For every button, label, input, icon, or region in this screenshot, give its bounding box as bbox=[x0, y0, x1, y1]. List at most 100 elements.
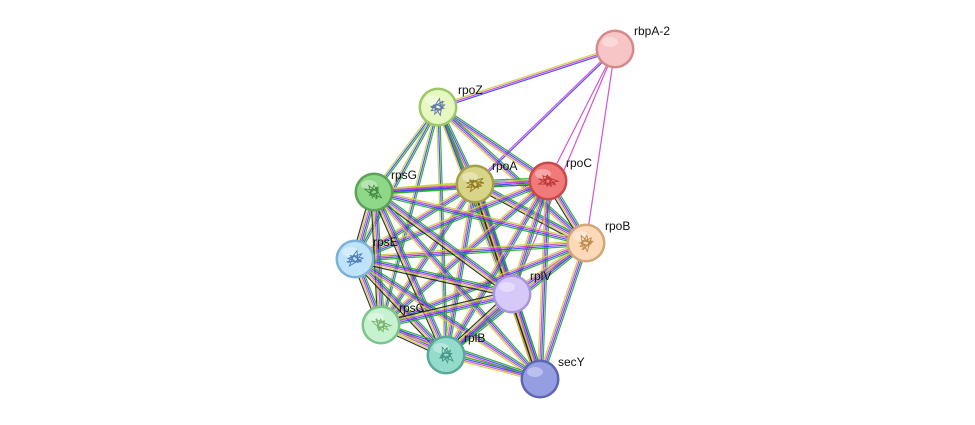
edge-evidence-line bbox=[438, 106, 449, 355]
edge-evidence-line bbox=[374, 189, 587, 242]
edge-rpoZ-rpsE bbox=[353, 105, 440, 261]
node-highlight bbox=[527, 367, 543, 377]
node-circle[interactable] bbox=[495, 277, 529, 311]
node-rpoZ[interactable]: rpoZ bbox=[418, 83, 483, 127]
edge-evidence-line bbox=[355, 181, 549, 261]
edge-evidence-line bbox=[380, 291, 512, 325]
edge-evidence-line bbox=[372, 192, 512, 296]
edge-evidence-line bbox=[380, 293, 513, 326]
edge-rpsE-rplV bbox=[354, 255, 513, 298]
edge-evidence-line bbox=[353, 178, 548, 258]
edge-rplV-rpsC bbox=[380, 290, 513, 329]
node-rplB[interactable]: rplB bbox=[426, 331, 486, 375]
edge-evidence-line bbox=[510, 180, 548, 294]
node-rpoA[interactable]: rpoA bbox=[455, 159, 518, 204]
edge-evidence-line bbox=[439, 104, 550, 180]
node-circle[interactable] bbox=[598, 32, 632, 66]
protein-structure-icon bbox=[346, 249, 365, 268]
node-label: rbpA-2 bbox=[634, 24, 670, 38]
edge-evidence-line bbox=[355, 255, 513, 292]
node-label: rpsG bbox=[391, 168, 417, 182]
edge-evidence-line bbox=[352, 260, 445, 358]
protein-structure-icon bbox=[429, 97, 446, 117]
node-label: rpoZ bbox=[458, 83, 483, 97]
edge-rpoZ-rpoB bbox=[435, 104, 589, 246]
edge-evidence-line bbox=[353, 105, 438, 259]
node-circle[interactable] bbox=[523, 362, 557, 396]
edge-evidence-line bbox=[370, 193, 444, 357]
node-rpoB[interactable]: rpoB bbox=[566, 219, 631, 263]
node-circle[interactable] bbox=[429, 338, 463, 372]
edge-evidence-line bbox=[355, 257, 541, 379]
edge-evidence-line bbox=[355, 257, 448, 355]
node-rpsC[interactable]: rpsC bbox=[361, 301, 425, 345]
edge-evidence-line bbox=[374, 190, 514, 294]
edge-rpsE-secY bbox=[353, 256, 542, 382]
edge-evidence-line bbox=[355, 243, 587, 261]
edge-evidence-line bbox=[381, 294, 513, 328]
edge-evidence-line bbox=[538, 242, 586, 379]
node-label: rpoA bbox=[492, 159, 517, 173]
node-rpoC[interactable]: rpoC bbox=[528, 156, 593, 201]
edge-evidence-line bbox=[380, 290, 512, 323]
edge-evidence-line bbox=[354, 106, 439, 260]
node-circle[interactable] bbox=[458, 167, 492, 201]
edge-evidence-line bbox=[373, 192, 586, 245]
edge-evidence-line bbox=[473, 184, 586, 245]
edge-evidence-line bbox=[382, 182, 550, 328]
edge-evidence-line bbox=[512, 181, 550, 295]
edge-evidence-line bbox=[438, 105, 587, 243]
edge-evidence-line bbox=[439, 104, 589, 242]
node-circle[interactable] bbox=[338, 242, 372, 276]
node-circle[interactable] bbox=[421, 90, 455, 124]
edge-rpoB-secY bbox=[537, 242, 589, 380]
edge-rpoB-rpsE bbox=[354, 240, 587, 262]
edge-rbpA-2-rpoC bbox=[547, 48, 616, 182]
edge-evidence-line bbox=[537, 242, 585, 379]
protein-structure-icon bbox=[438, 346, 455, 364]
edge-evidence-line bbox=[381, 296, 513, 329]
edge-rbpA-2-rpoZ bbox=[437, 46, 616, 110]
edge-evidence-line bbox=[371, 192, 381, 326]
edge-evidence-line bbox=[354, 182, 475, 259]
edge-evidence-line bbox=[540, 243, 588, 380]
node-highlight bbox=[462, 172, 478, 182]
edge-evidence-line bbox=[354, 179, 548, 259]
edge-evidence-line bbox=[438, 49, 616, 110]
node-rpsG[interactable]: rpsG bbox=[354, 168, 418, 212]
node-rbpA-2[interactable]: rbpA-2 bbox=[595, 24, 671, 69]
node-rplV[interactable]: rplV bbox=[492, 269, 552, 314]
node-layer: rbpA-2 rpoZ rpoA rpoC rpsG rpoB rpsE rplV rpsCrp… bbox=[335, 24, 671, 399]
edge-evidence-line bbox=[438, 105, 549, 181]
edge-evidence-line bbox=[354, 241, 586, 259]
protein-structure-icon bbox=[363, 184, 383, 200]
edge-evidence-line bbox=[437, 48, 616, 108]
protein-structure-icon bbox=[537, 174, 560, 188]
node-circle[interactable] bbox=[364, 308, 398, 342]
node-label: rpoC bbox=[566, 156, 592, 170]
node-highlight bbox=[361, 180, 377, 190]
edge-evidence-line bbox=[373, 191, 382, 326]
edge-rpoB-rpsG bbox=[373, 189, 587, 246]
protein-structure-icon bbox=[465, 177, 485, 193]
edge-evidence-line bbox=[540, 181, 550, 380]
edge-evidence-line bbox=[547, 48, 616, 182]
node-circle[interactable] bbox=[531, 164, 565, 198]
edge-evidence-line bbox=[355, 256, 513, 294]
protein-structure-icon bbox=[370, 318, 393, 333]
node-rpsE[interactable]: rpsE bbox=[335, 235, 398, 279]
edge-evidence-line bbox=[371, 193, 539, 381]
node-secY[interactable]: secY bbox=[520, 355, 585, 399]
node-circle[interactable] bbox=[357, 175, 391, 209]
edge-rpoC-rpsE bbox=[353, 178, 550, 262]
edge-evidence-line bbox=[354, 259, 540, 381]
edge-evidence-line bbox=[354, 259, 512, 297]
edge-evidence-line bbox=[381, 107, 441, 326]
node-circle[interactable] bbox=[569, 226, 603, 260]
edge-evidence-line bbox=[376, 191, 385, 325]
protein-structure-icon bbox=[578, 234, 595, 253]
edge-evidence-line bbox=[354, 240, 586, 258]
edge-rpoZ-rpoC bbox=[436, 104, 550, 184]
edge-evidence-line bbox=[355, 256, 542, 378]
